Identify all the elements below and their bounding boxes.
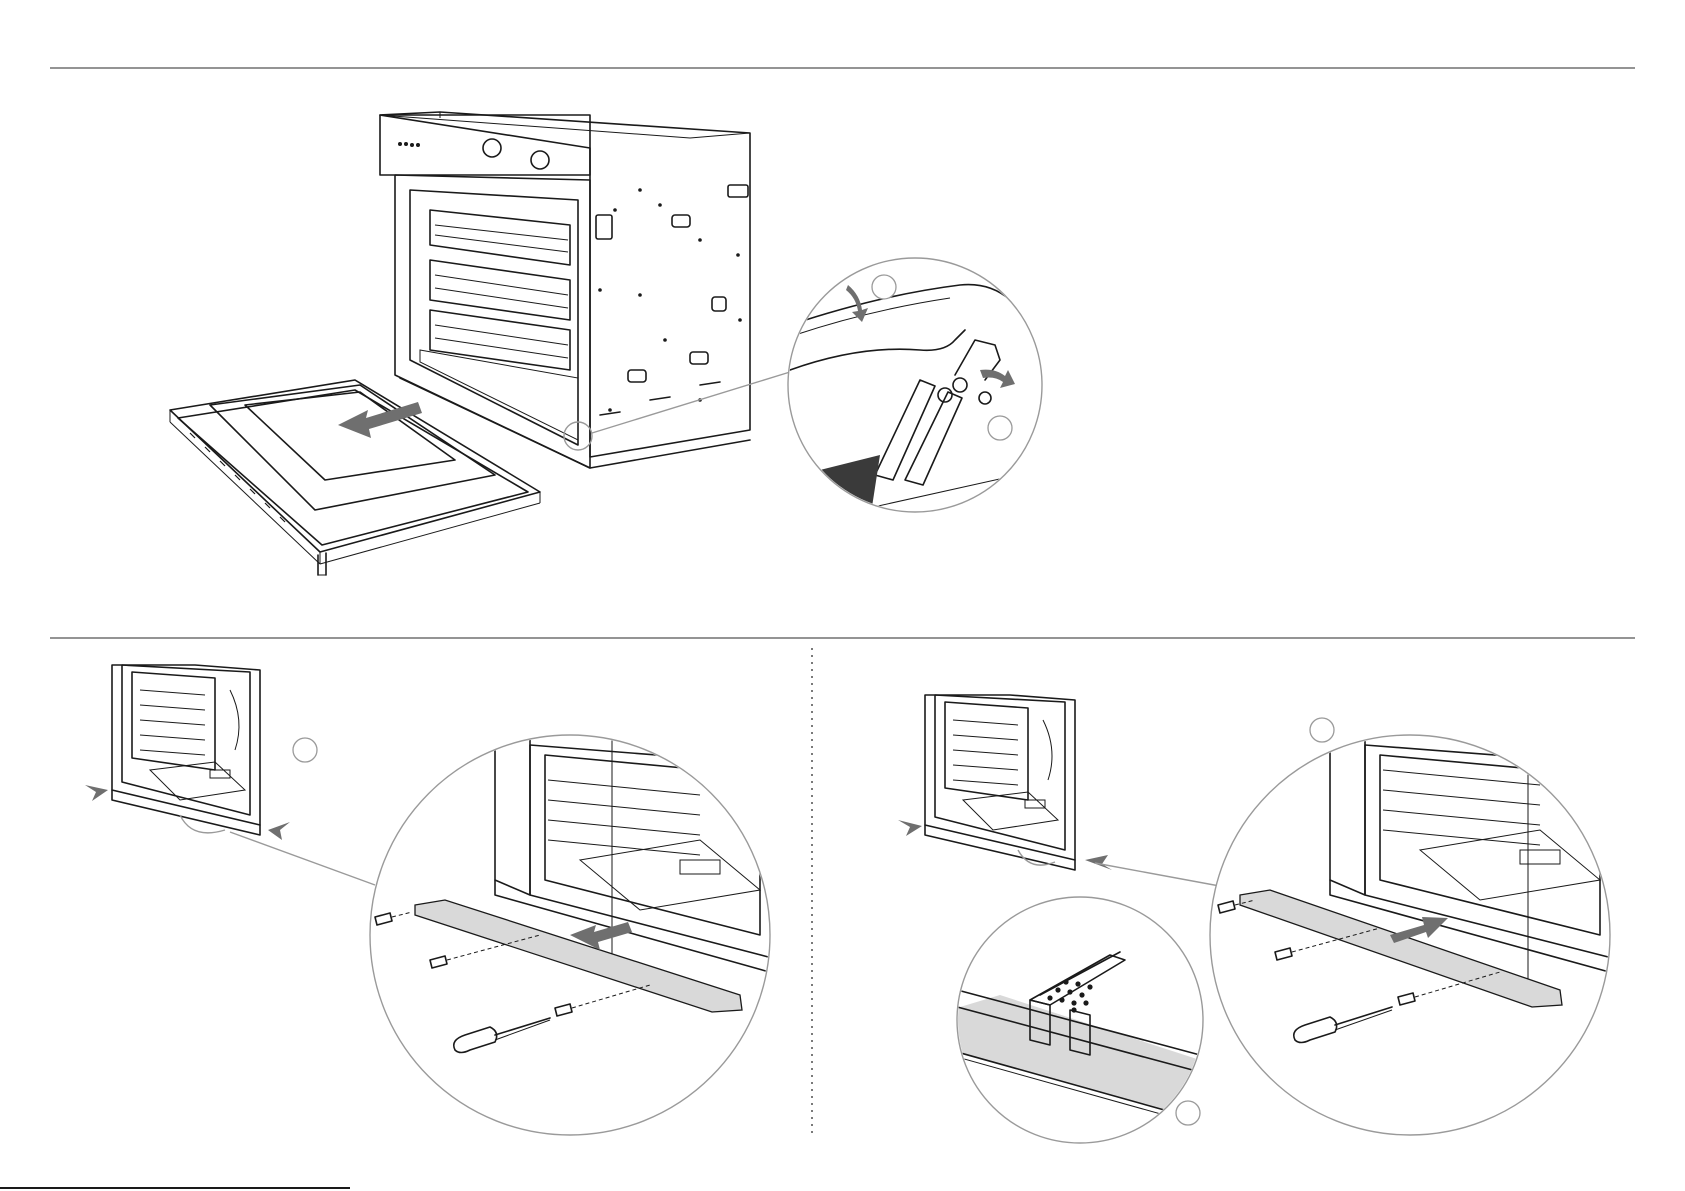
trim-leader xyxy=(230,832,375,885)
arrow-icon xyxy=(268,822,290,840)
callout-circle-1 xyxy=(872,275,896,299)
clip-detail-icon xyxy=(950,897,1203,1143)
trim-marker xyxy=(1018,850,1055,865)
arrow-icon xyxy=(898,820,922,836)
knob-icon xyxy=(483,139,501,157)
trim-fit-detail xyxy=(1210,735,1620,1135)
oven-door-icon xyxy=(170,380,540,575)
oven-cavity-icon xyxy=(925,695,1075,870)
callout-circle-2 xyxy=(988,416,1012,440)
arrow-icon xyxy=(338,402,422,438)
oven-icon xyxy=(380,112,750,468)
oven-rack-icon xyxy=(430,210,570,370)
oven-cavity-icon xyxy=(112,665,260,835)
hinge-detail-icon xyxy=(788,258,1042,520)
trim-removal-detail xyxy=(370,725,780,1135)
hinge-leader xyxy=(592,372,790,433)
arrow-icon xyxy=(1085,855,1112,870)
callout-circle-4 xyxy=(1310,718,1334,742)
callout-circle-3 xyxy=(293,738,317,762)
arrow-icon xyxy=(85,785,108,801)
fit-leader xyxy=(1095,863,1225,887)
callout-circle-5 xyxy=(1176,1101,1200,1125)
knob-icon xyxy=(531,151,549,169)
